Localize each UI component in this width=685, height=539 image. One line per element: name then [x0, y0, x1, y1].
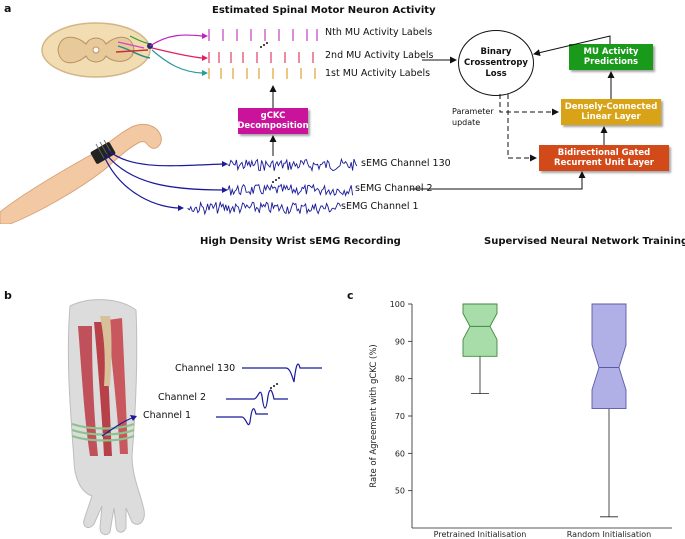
panel-b-channel-1-label: Channel 1 — [143, 410, 192, 421]
forearm-anatomy-illustration — [67, 299, 145, 536]
wrist-to-signal-lines — [103, 149, 228, 211]
label-nth-mu: Nth MU Activity Labels — [325, 27, 433, 38]
linear-layer-box: Densely-Connected Linear Layer — [561, 99, 661, 125]
semg-channel-1-label: sEMG Channel 1 — [341, 201, 419, 212]
panel-b-channel-2-label: Channel 2 — [158, 392, 207, 403]
y-tick-label: 60 — [395, 449, 405, 458]
panel-a-connectors — [269, 35, 615, 190]
panel-a-letter: a — [4, 2, 12, 15]
label-2nd-mu: 2nd MU Activity Labels — [325, 50, 434, 61]
y-tick-label: 80 — [395, 375, 405, 384]
loss-line-1: Binary — [480, 46, 512, 57]
semg-channel-130-label: sEMG Channel 130 — [361, 158, 451, 169]
parameter-update-label: Parameter update — [452, 107, 494, 127]
gru-layer-box: Bidirectional Gated Recurrent Unit Layer — [539, 145, 669, 171]
box-random — [591, 303, 627, 409]
box-pretrained — [462, 303, 498, 357]
x-category-label: Pretrained Initialisation — [434, 530, 527, 539]
gckc-box: gCKC Decomposition — [237, 108, 309, 134]
y-tick-label: 90 — [395, 337, 405, 346]
loss-line-2: Crossentropy — [464, 57, 528, 68]
arm-illustration — [0, 123, 162, 224]
loss-line-3: Loss — [485, 68, 507, 79]
panel-b-arrow — [101, 415, 137, 437]
spinal-arrows — [149, 33, 208, 76]
panel-c-letter: c — [347, 289, 354, 302]
training-title: Supervised Neural Network Training — [484, 236, 685, 247]
recording-title: High Density Wrist sEMG Recording — [200, 236, 401, 247]
label-1st-mu: 1st MU Activity Labels — [325, 68, 431, 79]
activity-label-trains — [208, 29, 318, 79]
x-category-label: Random Initialisation — [567, 530, 651, 539]
y-tick-label: 100 — [390, 300, 405, 309]
title-spinal-activity: Estimated Spinal Motor Neuron Activity — [212, 5, 436, 16]
mu-predictions-box: MU Activity Predictions — [569, 44, 653, 70]
panel-b-letter: b — [4, 289, 12, 302]
panel-b-muap-waveforms — [216, 363, 322, 426]
semg-traces — [187, 157, 358, 216]
y-tick-label: 70 — [395, 412, 405, 421]
y-tick-label: 50 — [395, 487, 405, 496]
semg-channel-2-label: sEMG Channel 2 — [355, 183, 433, 194]
spinal-cord-illustration — [41, 22, 153, 78]
panel-b-channel-130-label: Channel 130 — [175, 363, 236, 374]
y-axis-label: Rate of Agreement with gCKC (%) — [369, 344, 379, 488]
loss-circle: Binary Crossentropy Loss — [458, 30, 534, 96]
